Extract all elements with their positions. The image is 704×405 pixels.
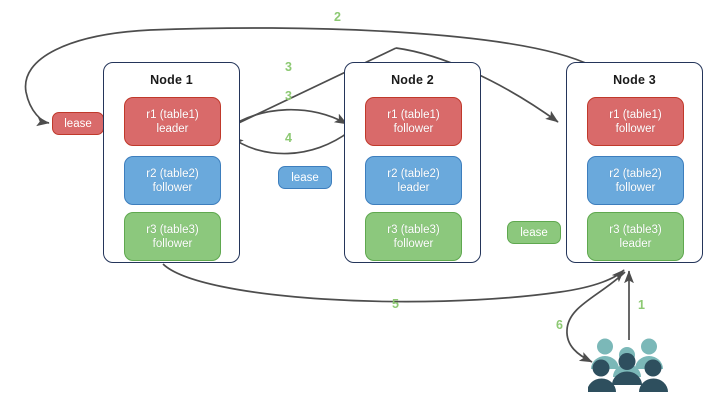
replica-line-1: r3 (table3) [609, 223, 662, 236]
users-front-row [587, 353, 668, 392]
replica-line-1: r2 (table2) [146, 167, 199, 180]
node-2-replica-r1[interactable]: r1 (table1) follower [365, 97, 462, 146]
node-1-replica-r1[interactable]: r1 (table1) leader [124, 97, 221, 146]
node-3-replica-r3[interactable]: r3 (table3) leader [587, 212, 684, 261]
replica-line-2: follower [152, 237, 193, 250]
replica-line-2: follower [393, 237, 434, 250]
replica-line-1: r2 (table2) [609, 167, 662, 180]
edge-label-5: 5 [392, 297, 399, 311]
edge-label-4: 4 [285, 131, 292, 145]
node-3-replica-r1[interactable]: r1 (table1) follower [587, 97, 684, 146]
replica-line-1: r3 (table3) [387, 223, 440, 236]
edge-label-6: 6 [556, 318, 563, 332]
replica-line-1: r3 (table3) [146, 223, 199, 236]
node-box-1[interactable]: Node 1 r1 (table1) leader r2 (table2) fo… [103, 62, 240, 263]
lease-label: lease [64, 117, 92, 130]
edge-5-path [162, 263, 625, 303]
node-3-replica-r2[interactable]: r2 (table2) follower [587, 156, 684, 205]
node-3-title: Node 3 [613, 73, 656, 87]
replica-line-1: r1 (table1) [609, 108, 662, 121]
replica-line-2: leader [156, 122, 189, 135]
node-2-replica-r3[interactable]: r3 (table3) follower [365, 212, 462, 261]
node-1-replica-r2[interactable]: r2 (table2) follower [124, 156, 221, 205]
replica-line-2: follower [615, 122, 656, 135]
lease-label: lease [520, 226, 548, 239]
replica-line-2: follower [393, 122, 434, 135]
replica-line-1: r1 (table1) [387, 108, 440, 121]
node-box-3[interactable]: Node 3 r1 (table1) follower r2 (table2) … [566, 62, 703, 263]
replica-line-1: r2 (table2) [387, 167, 440, 180]
node-box-2[interactable]: Node 2 r1 (table1) follower r2 (table2) … [344, 62, 481, 263]
edge-label-3b: 3 [285, 89, 292, 103]
lease-box-blue[interactable]: lease [278, 166, 332, 189]
node-1-replica-r3[interactable]: r3 (table3) follower [124, 212, 221, 261]
edge-label-3a: 3 [285, 60, 292, 74]
lease-box-red[interactable]: lease [52, 112, 104, 135]
lease-box-green[interactable]: lease [507, 221, 561, 244]
replica-line-2: leader [397, 181, 430, 194]
lease-label: lease [291, 171, 319, 184]
replica-line-2: follower [152, 181, 193, 194]
replica-line-1: r1 (table1) [146, 108, 199, 121]
node-2-title: Node 2 [391, 73, 434, 87]
node-2-replica-r2[interactable]: r2 (table2) leader [365, 156, 462, 205]
edge-label-1: 1 [638, 298, 645, 312]
replica-line-2: leader [619, 237, 652, 250]
users-icon [587, 336, 674, 394]
node-1-title: Node 1 [150, 73, 193, 87]
edge-3b-path [224, 108, 348, 131]
edge-label-2: 2 [334, 10, 341, 24]
replica-line-2: follower [615, 181, 656, 194]
